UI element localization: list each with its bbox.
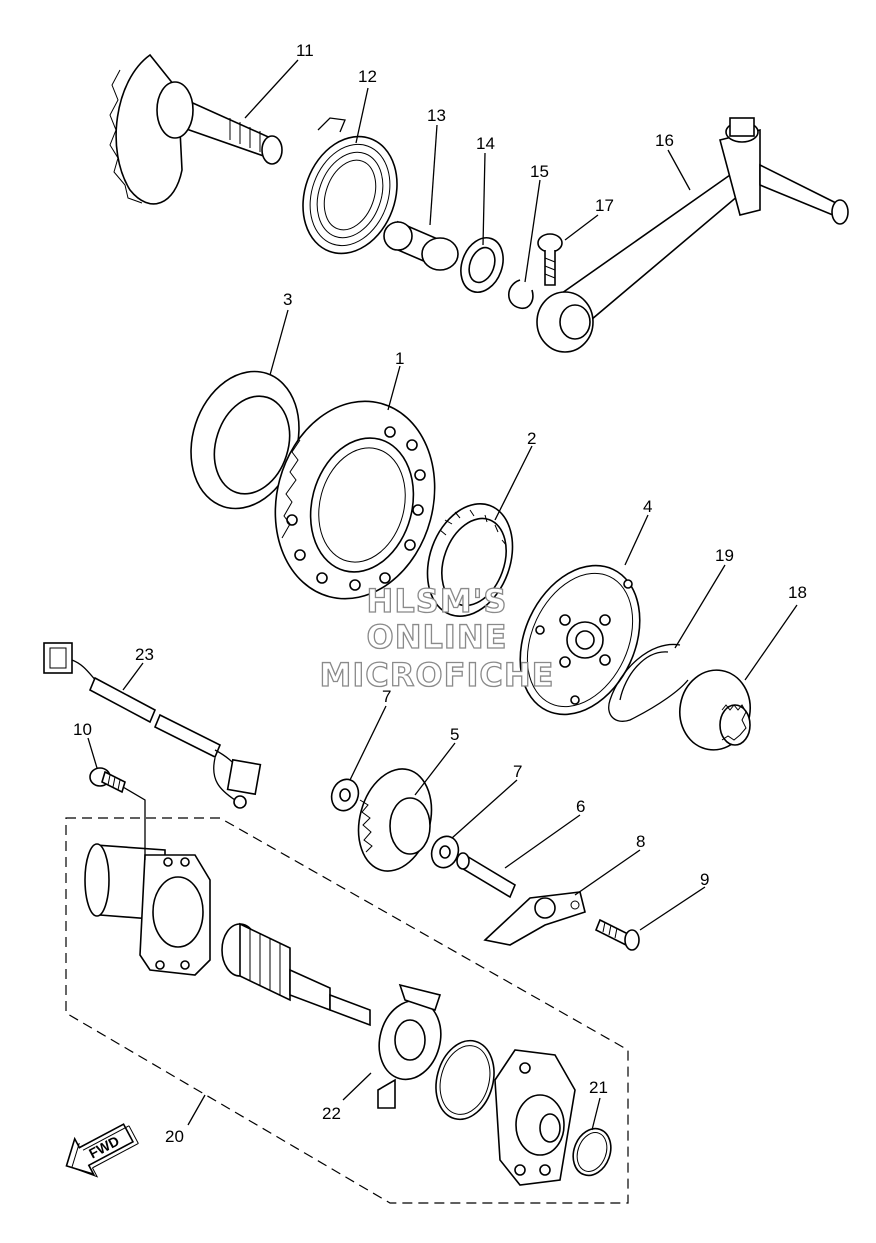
label-part-6: 6: [576, 797, 585, 816]
label-part-1: 1: [395, 349, 404, 368]
starter-clutch-part-1: [274, 400, 436, 600]
o-ring-part-21: [572, 1127, 612, 1177]
collar-part-13: [383, 220, 459, 271]
plate-part-8: [483, 891, 586, 946]
idler-shaft-part-6: [456, 852, 517, 899]
watermark-line-2: ONLINE: [367, 618, 508, 656]
starter-clutch-cover-part-4: [519, 564, 641, 716]
label-part-23: 23: [135, 645, 154, 664]
washer-part-7a: [330, 778, 360, 812]
label-part-5: 5: [450, 725, 459, 744]
oil-seal-part-3: [190, 370, 300, 510]
circlip-part-15: [507, 279, 534, 310]
label-part-17: 17: [595, 196, 614, 215]
watermark: HLSM'S ONLINE MICROFICHE: [319, 581, 555, 694]
screw-part-9: [594, 918, 640, 951]
label-part-9: 9: [700, 870, 709, 889]
label-part-15: 15: [530, 162, 549, 181]
label-part-16: 16: [655, 131, 674, 150]
kick-shaft-part-11: [109, 53, 283, 205]
label-part-22: 22: [322, 1104, 341, 1123]
label-part-20: 20: [165, 1127, 184, 1146]
label-part-10: 10: [73, 720, 92, 739]
watermark-line-3: MICROFICHE: [320, 656, 555, 694]
leader-lines: [87, 59, 798, 1131]
washer-part-7b: [430, 835, 460, 869]
washer-part-14: [460, 237, 504, 293]
retaining-spring-part-19: [608, 643, 689, 722]
label-part-18: 18: [788, 583, 807, 602]
part-labels: 11 12 13 14 15 16 17 3 1 2 4 19 18 23 10…: [73, 41, 807, 1146]
label-part-8: 8: [636, 832, 645, 851]
label-part-13: 13: [427, 106, 446, 125]
bolt-part-10: [89, 767, 126, 794]
label-part-3: 3: [283, 290, 292, 309]
label-part-12: 12: [358, 67, 377, 86]
label-part-14: 14: [476, 134, 495, 153]
idler-gear-part-5: [357, 768, 433, 872]
label-part-19: 19: [715, 546, 734, 565]
watermark-line-1: HLSM'S: [367, 582, 508, 620]
one-way-clutch-part-2: [426, 503, 514, 617]
lead-wire-part-23: [43, 642, 262, 809]
fwd-arrow-icon: FWD: [65, 1123, 139, 1178]
label-part-7a: 7: [382, 687, 391, 706]
label-part-21: 21: [589, 1078, 608, 1097]
bolt-part-17: [537, 233, 563, 286]
label-part-2: 2: [527, 429, 536, 448]
label-part-4: 4: [643, 497, 652, 516]
starter-motor-assembly-part-20: [65, 817, 629, 1204]
drive-gear-part-18: [679, 669, 751, 751]
label-part-11: 11: [296, 41, 314, 60]
label-part-7b: 7: [513, 762, 522, 781]
kick-lever-part-16: [536, 117, 849, 353]
torsion-spring-part-12: [302, 117, 398, 255]
